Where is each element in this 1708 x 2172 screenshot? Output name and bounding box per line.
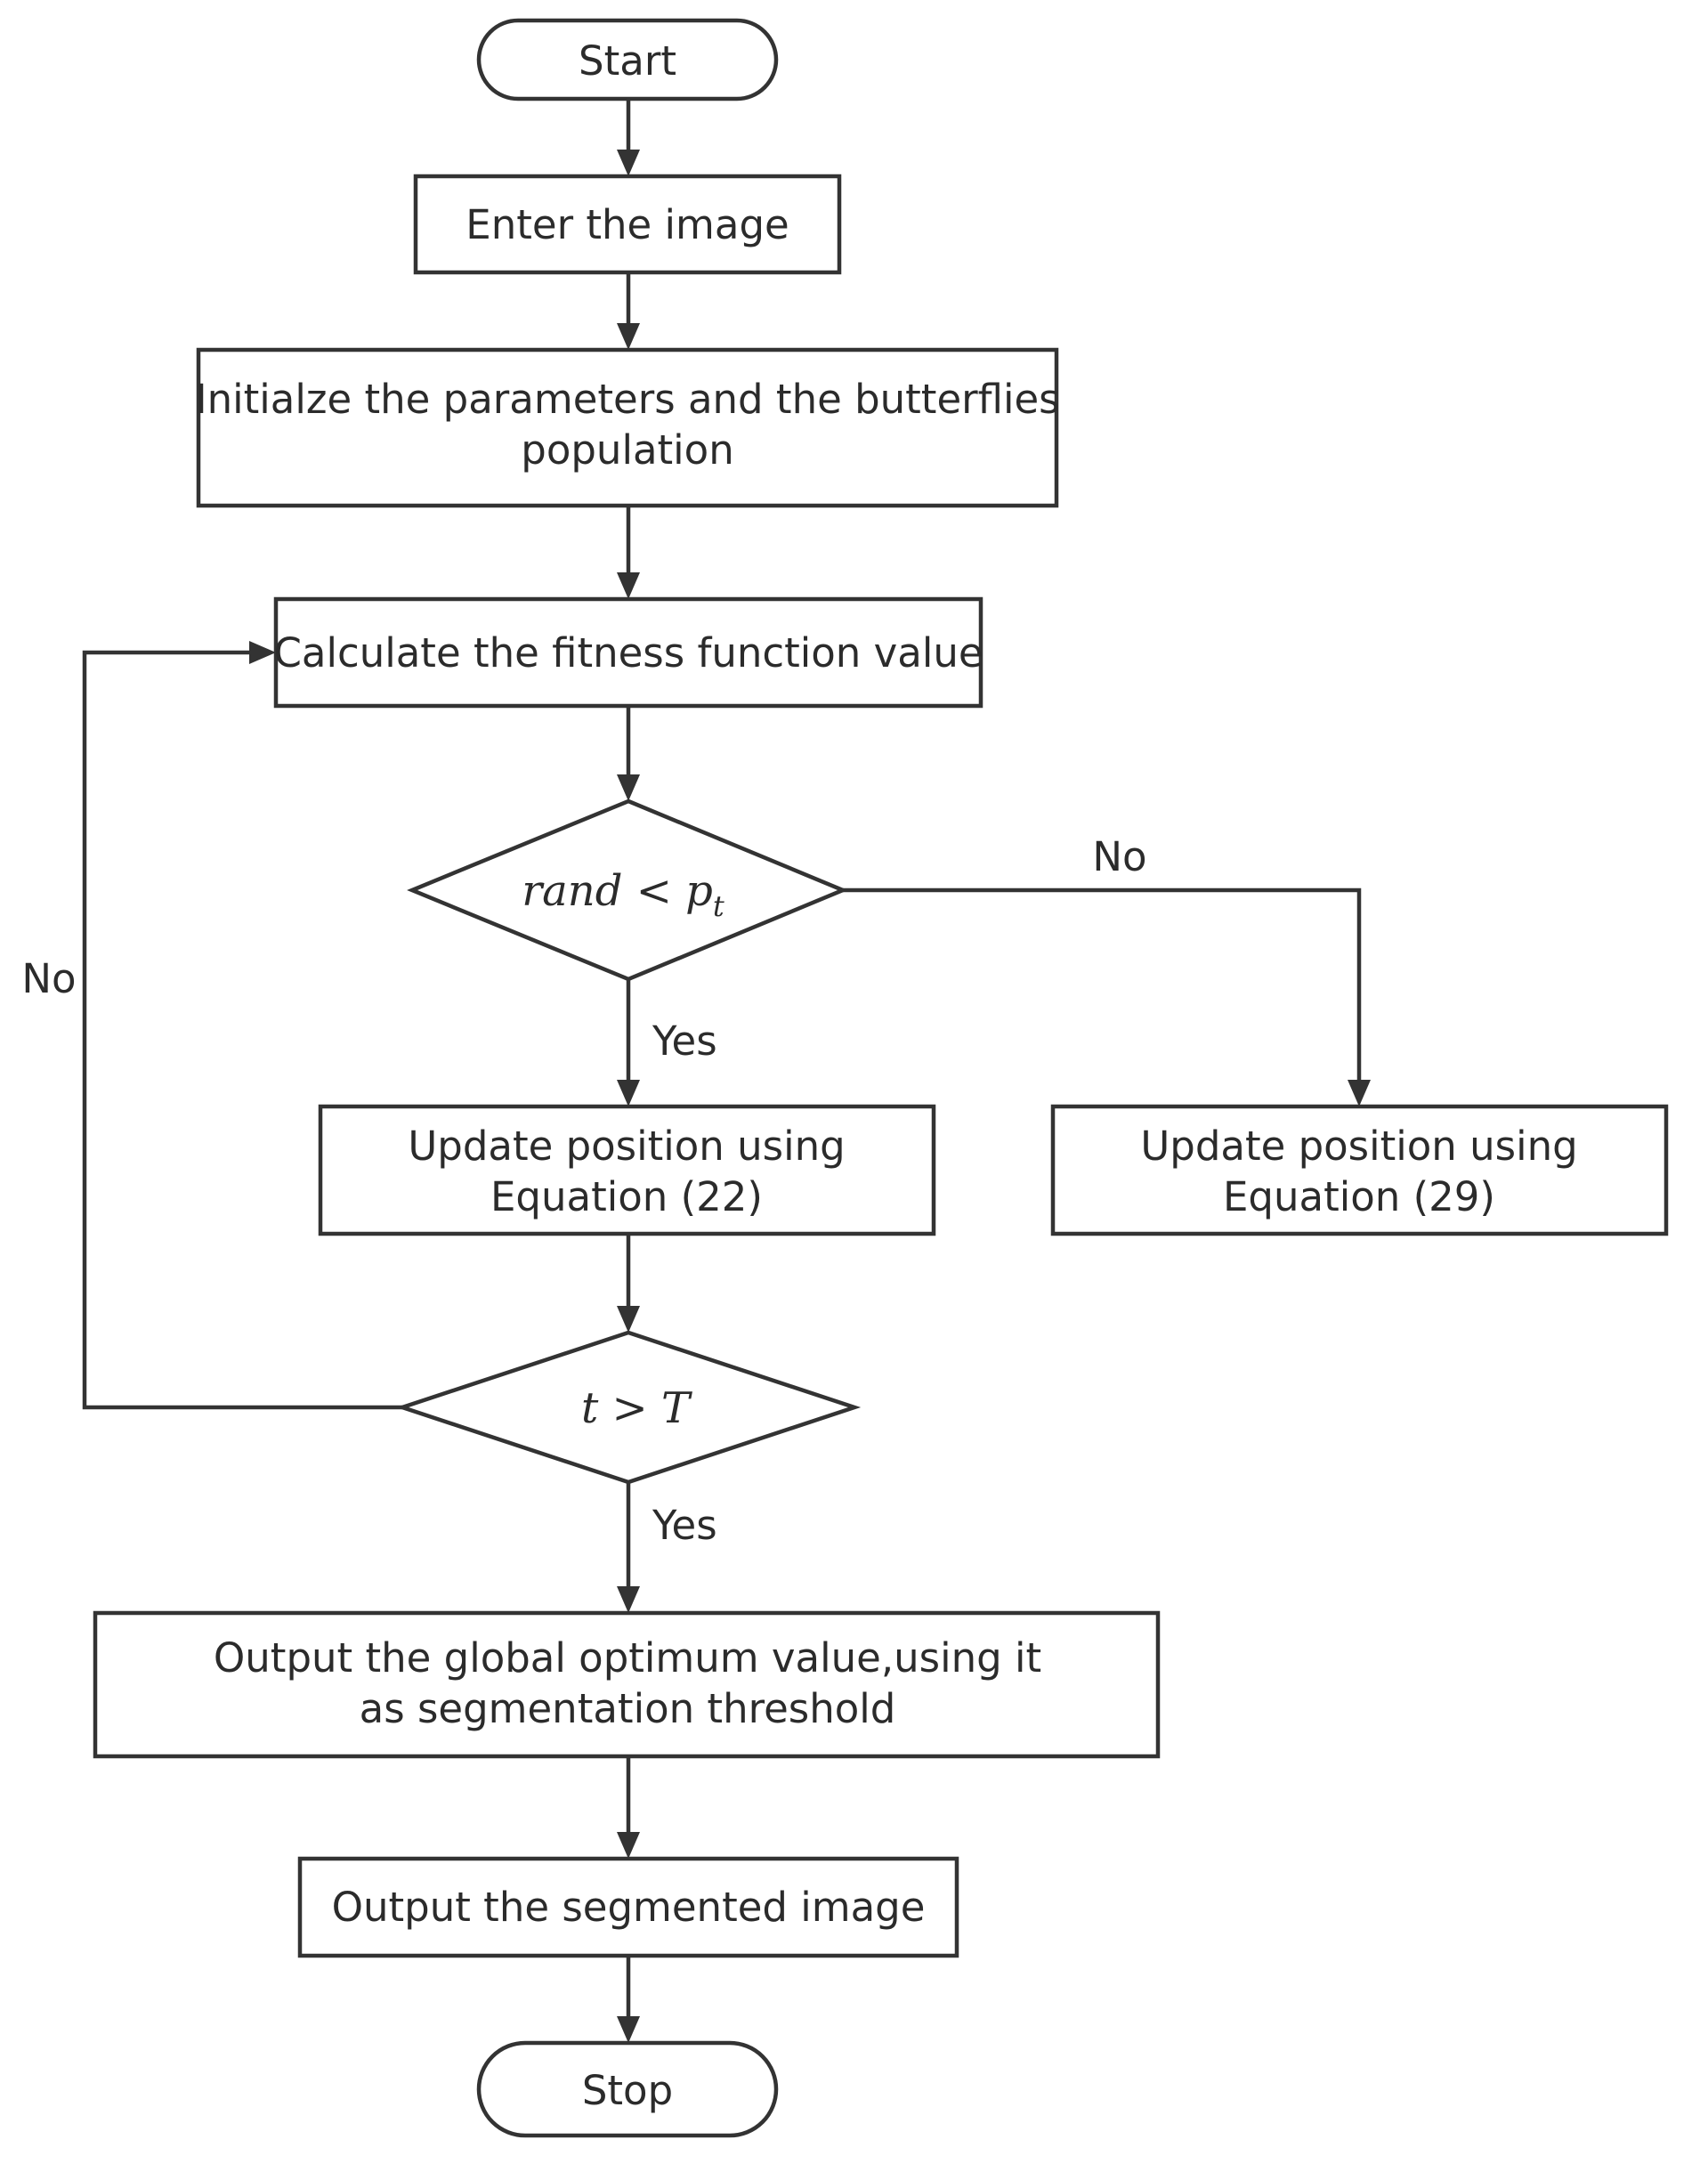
enter-image-label: Enter the image	[465, 201, 789, 248]
output-optimum-node: Output the global optimum value,using it…	[93, 1610, 1161, 1759]
enter-image-node: Enter the image	[413, 174, 842, 275]
decision-rand-node: rand < pt	[407, 798, 848, 982]
stop-label: Stop	[582, 2067, 673, 2114]
edge-label-iter-yes: Yes	[652, 1502, 717, 1549]
arrow-fitness-to-decision	[617, 706, 640, 801]
update-29-node: Update position using Equation (29)	[1050, 1104, 1669, 1236]
calculate-fitness-label: Calculate the fitness function value	[273, 629, 983, 677]
arrow-initialize-to-fitness	[617, 506, 640, 599]
update-29-label-line-1: Update position using	[1140, 1122, 1577, 1170]
output-optimum-label-line-2: as segmentation threshold	[360, 1685, 896, 1732]
output-optimum-label-line-1: Output the global optimum value,using it	[214, 1634, 1041, 1682]
arrow-enter-to-initialize	[617, 272, 640, 350]
decision-iter-rhs: T	[661, 1383, 692, 1433]
arrow-update22-to-iter	[617, 1234, 640, 1333]
edge-label-rand-yes: Yes	[652, 1017, 717, 1065]
output-segmented-node: Output the segmented image	[297, 1856, 959, 1958]
arrow-optimum-to-segmented	[617, 1756, 640, 1859]
arrow-segmented-to-stop	[617, 1956, 640, 2043]
decision-rand-var: p	[685, 866, 713, 916]
start-node: Start	[476, 18, 779, 101]
update-22-label-line-1: Update position using	[408, 1122, 845, 1170]
decision-iter-lhs: t	[581, 1383, 599, 1433]
decision-rand-lhs: rand	[522, 866, 622, 916]
output-segmented-label: Output the segmented image	[332, 1884, 926, 1931]
start-label: Start	[579, 37, 676, 85]
arrow-decision-no	[843, 887, 1371, 1106]
decision-rand-sub: t	[713, 889, 724, 923]
arrow-iter-no-loop	[82, 641, 402, 1410]
initialize-label-line-1: Initialze the parameters and the butterf…	[195, 376, 1059, 423]
initialize-node: Initialze the parameters and the butterf…	[195, 347, 1060, 508]
update-29-label-line-2: Equation (29)	[1223, 1173, 1495, 1220]
arrow-decision-yes	[617, 979, 640, 1106]
decision-rand-label: rand < pt	[522, 866, 724, 923]
initialize-label-line-2: population	[521, 426, 733, 474]
stop-node: Stop	[476, 2040, 779, 2138]
decision-iter-op: >	[612, 1383, 648, 1433]
calculate-fitness-node: Calculate the fitness function value	[273, 596, 984, 709]
decision-iter-label: t > T	[581, 1383, 692, 1433]
decision-rand-op: <	[636, 866, 672, 916]
update-22-label-line-2: Equation (22)	[490, 1173, 763, 1220]
arrow-iter-yes	[617, 1482, 640, 1613]
decision-iter-node: t > T	[395, 1330, 862, 1485]
update-22-node: Update position using Equation (22)	[318, 1104, 936, 1236]
edge-label-rand-no: No	[1092, 833, 1146, 880]
edge-label-iter-no: No	[21, 955, 76, 1002]
arrow-start-to-enter	[617, 99, 640, 176]
